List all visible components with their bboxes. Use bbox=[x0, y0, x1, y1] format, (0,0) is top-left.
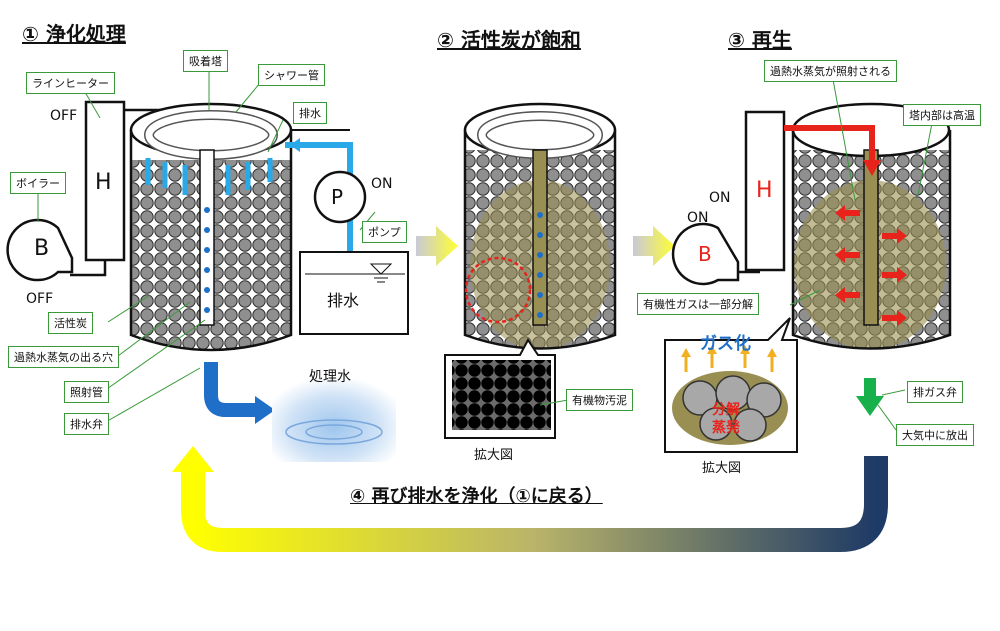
exhaust-valve-label: 排ガス弁 bbox=[907, 381, 963, 403]
pump-on: ON bbox=[371, 176, 393, 192]
boiler-b-3: B bbox=[698, 242, 712, 266]
drain-tank-label: 排水 bbox=[327, 291, 360, 310]
adsorption-tower-label: 吸着塔 bbox=[183, 50, 228, 72]
steam-hole-label: 過熱水蒸気の出る穴 bbox=[8, 346, 119, 368]
activated-carbon-label: 活性炭 bbox=[48, 312, 93, 334]
release-air-label: 大気中に放出 bbox=[896, 424, 974, 446]
step3-group bbox=[664, 73, 952, 453]
step1-group bbox=[6, 70, 409, 462]
line-heater-label: ラインヒーター bbox=[26, 72, 115, 94]
boiler-label: ボイラー bbox=[10, 172, 66, 194]
line-heater bbox=[84, 100, 126, 262]
heater-off-1: OFF bbox=[50, 108, 78, 124]
heater-h-3: H bbox=[756, 178, 773, 203]
return-loop-arrow bbox=[172, 446, 888, 552]
irradiation-pipe-label: 照射管 bbox=[64, 381, 109, 403]
tower-hot-label: 塔内部は高温 bbox=[903, 104, 981, 126]
pump-p: P bbox=[331, 185, 344, 209]
magnified-label-3: 拡大図 bbox=[702, 461, 742, 476]
drain-valve-label: 排水弁 bbox=[64, 413, 109, 435]
step2-title: ② 活性炭が飽和 bbox=[437, 28, 581, 52]
treated-water-label: 処理水 bbox=[309, 369, 351, 385]
boiler-off-1: OFF bbox=[26, 291, 54, 307]
step4-title: ④ 再び排水を浄化（①に戻る） bbox=[350, 486, 603, 507]
organic-sludge-label: 有機物汚泥 bbox=[566, 389, 633, 411]
heater-h-1: H bbox=[95, 170, 112, 195]
organic-gas-label: 有機性ガスは一部分解 bbox=[637, 293, 759, 315]
step1-title: ① 浄化処理 bbox=[22, 22, 126, 46]
drain-in-label: 排水 bbox=[293, 102, 327, 124]
pump-shape bbox=[313, 170, 367, 224]
magnified-label-2: 拡大図 bbox=[474, 448, 514, 463]
heater-on-3: ON bbox=[709, 190, 731, 206]
evaporate-label: 蒸発 bbox=[712, 420, 740, 436]
shower-pipe-label: シャワー管 bbox=[258, 64, 325, 86]
step2-group bbox=[444, 102, 617, 439]
steam-irradiated-label: 過熱水蒸気が照射される bbox=[764, 60, 897, 82]
decompose-label: 分解 bbox=[712, 402, 740, 418]
boiler-b-1: B bbox=[34, 236, 50, 261]
step3-title: ③ 再生 bbox=[728, 28, 792, 52]
flow-arrow-2 bbox=[633, 226, 675, 266]
gasification-label: ガス化 bbox=[700, 334, 751, 354]
flow-arrow-1 bbox=[416, 226, 458, 266]
boiler-on-3: ON bbox=[687, 210, 709, 226]
pump-label: ポンプ bbox=[362, 221, 407, 243]
